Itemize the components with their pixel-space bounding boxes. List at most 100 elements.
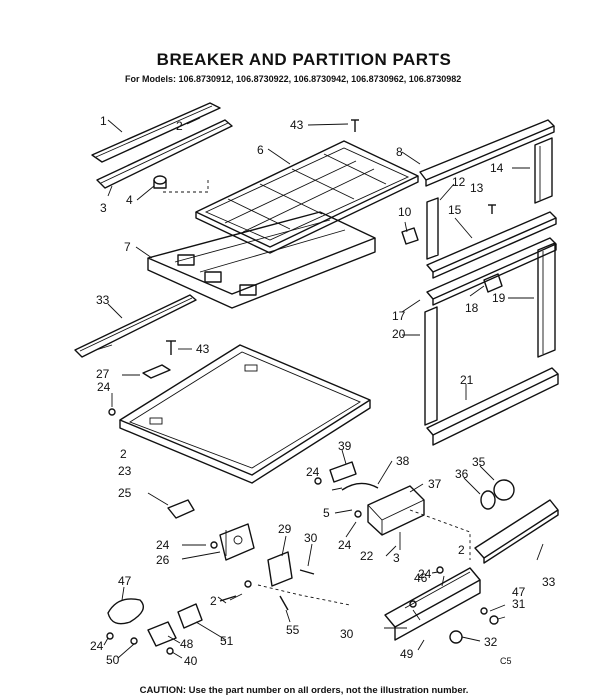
part-connector-51 bbox=[177, 603, 203, 629]
callout-15: 15 bbox=[448, 203, 462, 217]
part-bracket-23 bbox=[167, 499, 195, 519]
callout-2: 2 bbox=[176, 119, 183, 133]
part-trim-33 bbox=[474, 499, 559, 564]
callout-2c: 2 bbox=[458, 543, 465, 557]
callout-25: 26 bbox=[156, 553, 170, 567]
part-control-25 bbox=[219, 523, 255, 561]
part-bracket-39 bbox=[329, 461, 357, 483]
callout-8: 5 bbox=[323, 506, 330, 520]
part-wire-harness-47 bbox=[107, 598, 144, 625]
part-screw-31 bbox=[489, 615, 499, 625]
part-screw-43 bbox=[351, 119, 359, 132]
caution-note: CAUTION: Use the part number on all orde… bbox=[139, 685, 469, 696]
callout-10: 10 bbox=[398, 205, 412, 219]
part-knob-32 bbox=[449, 630, 463, 644]
part-screw-13 bbox=[488, 204, 496, 214]
callout-19: 20 bbox=[392, 327, 406, 341]
callout-1: 1 bbox=[100, 114, 107, 128]
callout-20: 21 bbox=[460, 373, 474, 387]
diagram-title: BREAKER AND PARTITION PARTS bbox=[156, 50, 452, 69]
part-partition-shelf bbox=[119, 344, 371, 484]
part-strip-34 bbox=[74, 294, 197, 358]
part-lamp-36 bbox=[480, 490, 496, 510]
part-bracket-29 bbox=[142, 364, 171, 379]
callout-14: 14 bbox=[490, 161, 504, 175]
callout-3: 3 bbox=[100, 201, 107, 215]
callout-55: 55 bbox=[286, 623, 300, 637]
part-screw-42 bbox=[166, 340, 176, 355]
part-rail-12 bbox=[426, 197, 439, 260]
callout-16: 18 bbox=[465, 301, 479, 315]
part-clip-10 bbox=[401, 227, 419, 245]
part-channel-20 bbox=[426, 367, 559, 446]
callout-23: 25 bbox=[118, 486, 132, 500]
callout-30: 30 bbox=[340, 627, 354, 641]
callout-21: 22 bbox=[360, 549, 374, 563]
footer-code: C5 bbox=[500, 656, 512, 666]
callout-9: 8 bbox=[396, 145, 403, 159]
callout-48: 48 bbox=[180, 637, 194, 651]
callout-39: 39 bbox=[338, 439, 352, 453]
part-housing-37 bbox=[367, 485, 425, 536]
callout-40: 40 bbox=[184, 654, 198, 668]
callout-26: 29 bbox=[278, 522, 292, 536]
callout-32: 32 bbox=[484, 635, 498, 649]
part-clip-16 bbox=[483, 273, 503, 293]
part-grommet bbox=[153, 175, 167, 189]
callout-numbers: 1 2 3 4 6 43 7 33 43 27 24 2 23 25 8 14 … bbox=[90, 114, 556, 668]
callout-31: 31 bbox=[512, 597, 526, 611]
callout-38: 38 bbox=[396, 454, 410, 468]
callout-24f: 24 bbox=[90, 639, 104, 653]
part-lamp-35 bbox=[493, 479, 515, 501]
part-side-rail-18 bbox=[537, 242, 556, 358]
callout-2d: 2 bbox=[210, 594, 217, 608]
callout-34: 33 bbox=[96, 293, 110, 307]
part-breaker-trim-top bbox=[91, 102, 221, 163]
part-screw-27 bbox=[299, 569, 315, 575]
callout-42: 43 bbox=[196, 342, 210, 356]
callout-27: 30 bbox=[304, 531, 318, 545]
callout-49: 49 bbox=[400, 647, 414, 661]
callout-24b: 24 bbox=[306, 465, 320, 479]
part-wire-38 bbox=[341, 482, 379, 491]
model-numbers: For Models: 106.8730912, 106.8730922, 10… bbox=[125, 74, 462, 84]
callout-5: 3 bbox=[393, 551, 400, 565]
callout-37: 37 bbox=[428, 477, 442, 491]
part-side-rail-14 bbox=[534, 137, 553, 204]
part-breaker-support bbox=[147, 211, 376, 309]
callout-18: 19 bbox=[492, 291, 506, 305]
callout-2b: 2 bbox=[120, 447, 127, 461]
part-breaker-grille bbox=[195, 140, 419, 254]
callout-13: 13 bbox=[470, 181, 484, 195]
callout-35: 35 bbox=[472, 455, 486, 469]
part-channel-15 bbox=[426, 211, 557, 279]
callout-24c: 24 bbox=[338, 538, 352, 552]
callout-33: 33 bbox=[542, 575, 556, 589]
callout-4: 4 bbox=[126, 193, 133, 207]
callout-51: 51 bbox=[220, 634, 234, 648]
callout-29: 27 bbox=[96, 367, 110, 381]
callout-7: 7 bbox=[124, 240, 131, 254]
callout-43: 43 bbox=[290, 118, 304, 132]
callout-24e: 24 bbox=[156, 538, 170, 552]
assembly-dashed-lines bbox=[163, 180, 471, 606]
part-channel-9 bbox=[419, 119, 555, 187]
callout-36: 36 bbox=[455, 467, 469, 481]
callout-17: 17 bbox=[392, 309, 406, 323]
callout-24d: 24 bbox=[418, 567, 432, 581]
part-channel-17 bbox=[426, 237, 557, 306]
part-control-panel-30 bbox=[384, 567, 481, 641]
callout-50: 50 bbox=[106, 653, 120, 667]
part-breaker-trim-bottom bbox=[96, 119, 233, 189]
part-bracket-26 bbox=[267, 551, 293, 587]
callout-22: 23 bbox=[118, 464, 132, 478]
callout-46: 47 bbox=[512, 585, 526, 599]
callout-12: 12 bbox=[452, 175, 466, 189]
part-rail-19 bbox=[424, 306, 438, 426]
callout-44: 46 bbox=[414, 571, 428, 585]
callout-6: 6 bbox=[257, 143, 264, 157]
callout-47: 47 bbox=[118, 574, 132, 588]
part-connector-48 bbox=[147, 621, 177, 647]
callout-24a: 24 bbox=[97, 380, 111, 394]
